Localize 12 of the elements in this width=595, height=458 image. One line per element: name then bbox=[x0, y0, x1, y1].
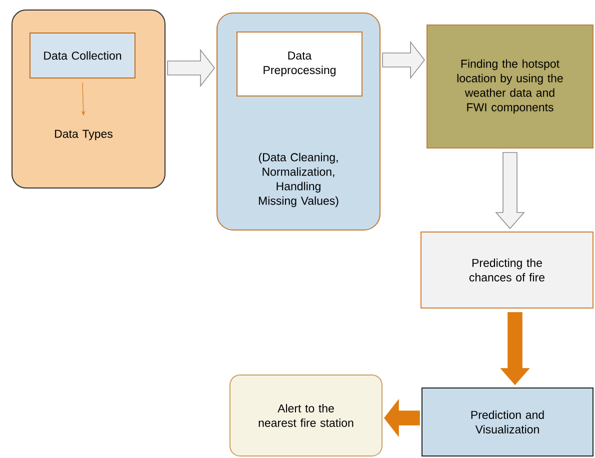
arrow bbox=[167, 48, 216, 88]
process-box: Prediction and Visualization bbox=[422, 387, 594, 456]
process-box: Finding the hotspot location by using the weather data and FWI components bbox=[426, 24, 594, 148]
rounded-box: Alert to the nearest fire station bbox=[230, 374, 382, 456]
process-box: Data Preprocessing bbox=[236, 32, 362, 96]
arrow bbox=[495, 152, 525, 230]
process-box: Predicting the chances of fire bbox=[420, 232, 594, 308]
process-box: Data Collection bbox=[30, 32, 136, 78]
arrow bbox=[384, 398, 420, 438]
node-text: Data Types bbox=[55, 130, 112, 140]
arrow bbox=[382, 40, 425, 80]
arrow bbox=[500, 312, 530, 386]
